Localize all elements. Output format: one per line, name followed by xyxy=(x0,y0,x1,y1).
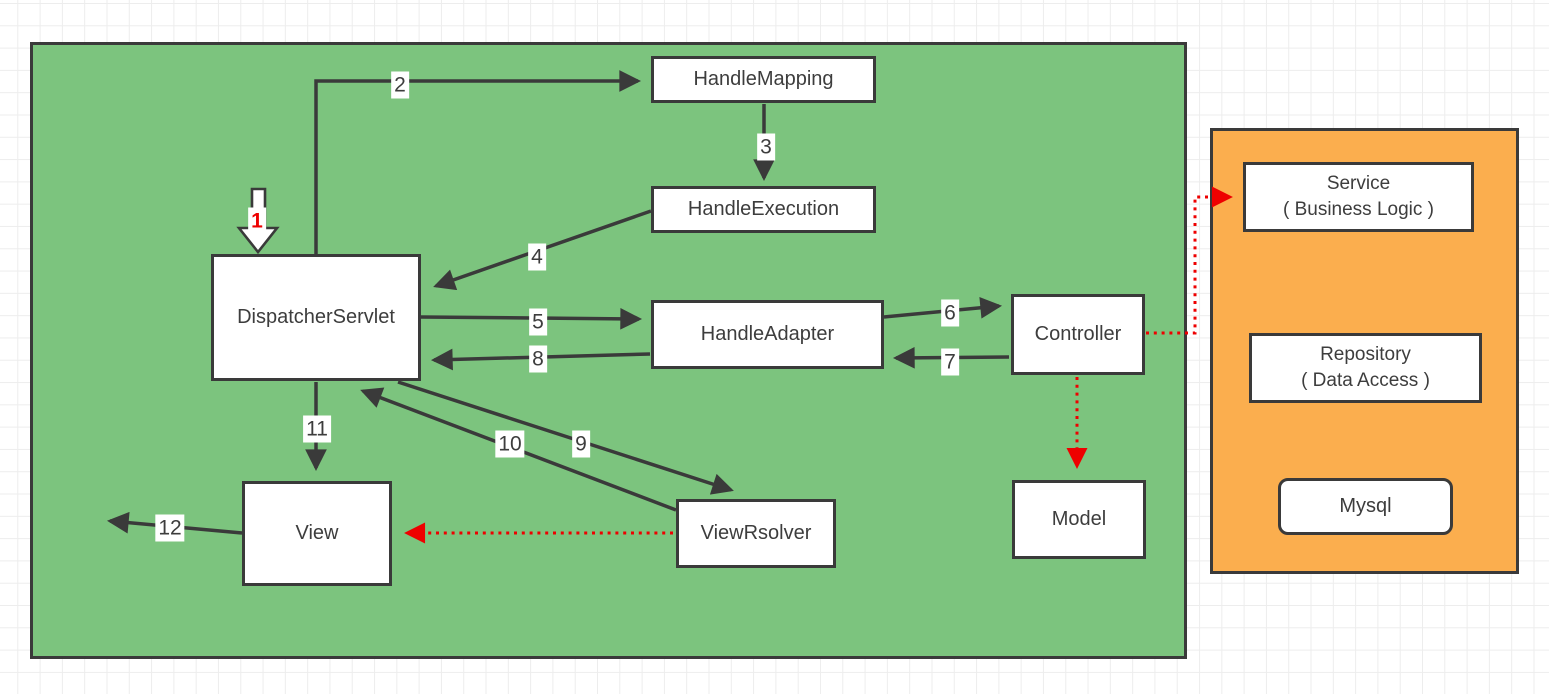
step-label-12: 12 xyxy=(155,514,185,542)
node-label: HandleMapping xyxy=(693,68,834,90)
node-dispatcher-servlet: DispatcherServlet xyxy=(211,254,421,381)
node-view: View xyxy=(242,481,392,586)
step-label-10: 10 xyxy=(495,430,525,458)
node-label: View xyxy=(295,522,339,544)
node-label: HandleAdapter xyxy=(700,323,835,345)
step-label-1: 1 xyxy=(248,207,266,235)
node-label: DispatcherServlet xyxy=(237,306,395,328)
step-label-8: 8 xyxy=(529,345,547,373)
step-label-4: 4 xyxy=(528,243,546,271)
step-label-11: 11 xyxy=(303,415,331,443)
node-sublabel: ( Business Logic ) xyxy=(1282,199,1434,220)
step-label-5: 5 xyxy=(529,308,547,336)
node-label: Service xyxy=(1326,173,1391,195)
node-handle-execution: HandleExecution xyxy=(651,186,876,233)
node-label: ViewRsolver xyxy=(700,522,812,544)
node-label: Model xyxy=(1051,508,1107,530)
step-label-3: 3 xyxy=(757,133,775,161)
step-label-6: 6 xyxy=(941,299,959,327)
node-sublabel: ( Data Access ) xyxy=(1301,370,1430,391)
node-view-rsolver: ViewRsolver xyxy=(676,499,836,568)
node-handle-adapter: HandleAdapter xyxy=(651,300,884,369)
step-label-2: 2 xyxy=(391,71,409,99)
node-label: Controller xyxy=(1034,323,1122,345)
node-label: Mysql xyxy=(1339,495,1392,517)
node-handle-mapping: HandleMapping xyxy=(651,56,876,103)
node-controller: Controller xyxy=(1011,294,1145,375)
node-mysql: Mysql xyxy=(1278,478,1453,535)
node-model: Model xyxy=(1012,480,1146,559)
node-service: Service ( Business Logic ) xyxy=(1243,162,1474,232)
node-label: HandleExecution xyxy=(687,198,840,220)
step-label-9: 9 xyxy=(572,430,590,458)
step-label-7: 7 xyxy=(941,348,959,376)
node-label: Repository xyxy=(1320,344,1411,366)
node-repository: Repository ( Data Access ) xyxy=(1249,333,1482,403)
